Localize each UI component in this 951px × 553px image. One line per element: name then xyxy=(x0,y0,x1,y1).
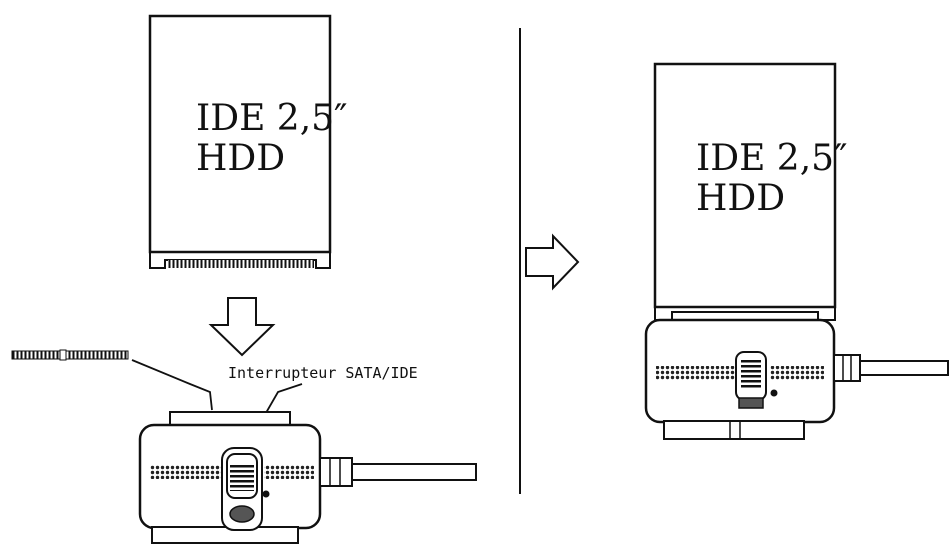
right-vent-left xyxy=(656,366,736,380)
left-hdd-label-line1: IDE 2,5″ xyxy=(196,98,348,139)
left-enclosure-bottom-lip xyxy=(151,526,299,544)
left-hdd-label-line2: HDD xyxy=(196,138,285,179)
right-cable-plug xyxy=(833,354,861,382)
right-hdd: IDE 2,5″ HDD xyxy=(653,62,848,321)
right-hdd-body xyxy=(653,62,837,309)
right-cable xyxy=(859,360,949,376)
ide-connector-adapter xyxy=(11,349,213,411)
left-vent-left xyxy=(150,465,222,479)
adapter-leader-line xyxy=(131,359,213,411)
ide-connector-strip xyxy=(11,350,129,360)
left-vent-right xyxy=(264,465,314,479)
left-hdd-connector-pins xyxy=(168,260,314,268)
left-indicator-dot xyxy=(262,490,270,498)
right-vent-right xyxy=(770,366,824,380)
left-switch-ridges xyxy=(230,463,254,491)
left-hdd: IDE 2,5″ HDD xyxy=(148,14,348,269)
down-arrow-icon xyxy=(208,297,276,357)
left-exploded-view: IDE 2,5″ HDD Interrupteur SATA/IDE xyxy=(11,14,477,544)
left-enclosure xyxy=(138,411,477,544)
left-cable-plug xyxy=(319,457,353,487)
right-enclosure xyxy=(644,318,949,440)
right-enclosure-bottom-lip xyxy=(663,420,805,440)
left-hdd-body xyxy=(148,14,332,254)
left-enclosure-top-lip xyxy=(169,411,291,425)
right-indicator-dot xyxy=(770,389,778,397)
switch-callout-label: Interrupteur SATA/IDE xyxy=(228,364,418,382)
right-switch-port xyxy=(738,397,764,409)
left-cable xyxy=(351,463,477,481)
right-switch-ridges xyxy=(741,360,761,388)
right-assembled-view: IDE 2,5″ HDD xyxy=(644,62,949,440)
left-switch-led xyxy=(229,505,255,523)
right-hdd-label-line1: IDE 2,5″ xyxy=(696,138,848,179)
right-arrow-icon xyxy=(525,233,580,291)
right-hdd-label-line2: HDD xyxy=(696,178,785,219)
